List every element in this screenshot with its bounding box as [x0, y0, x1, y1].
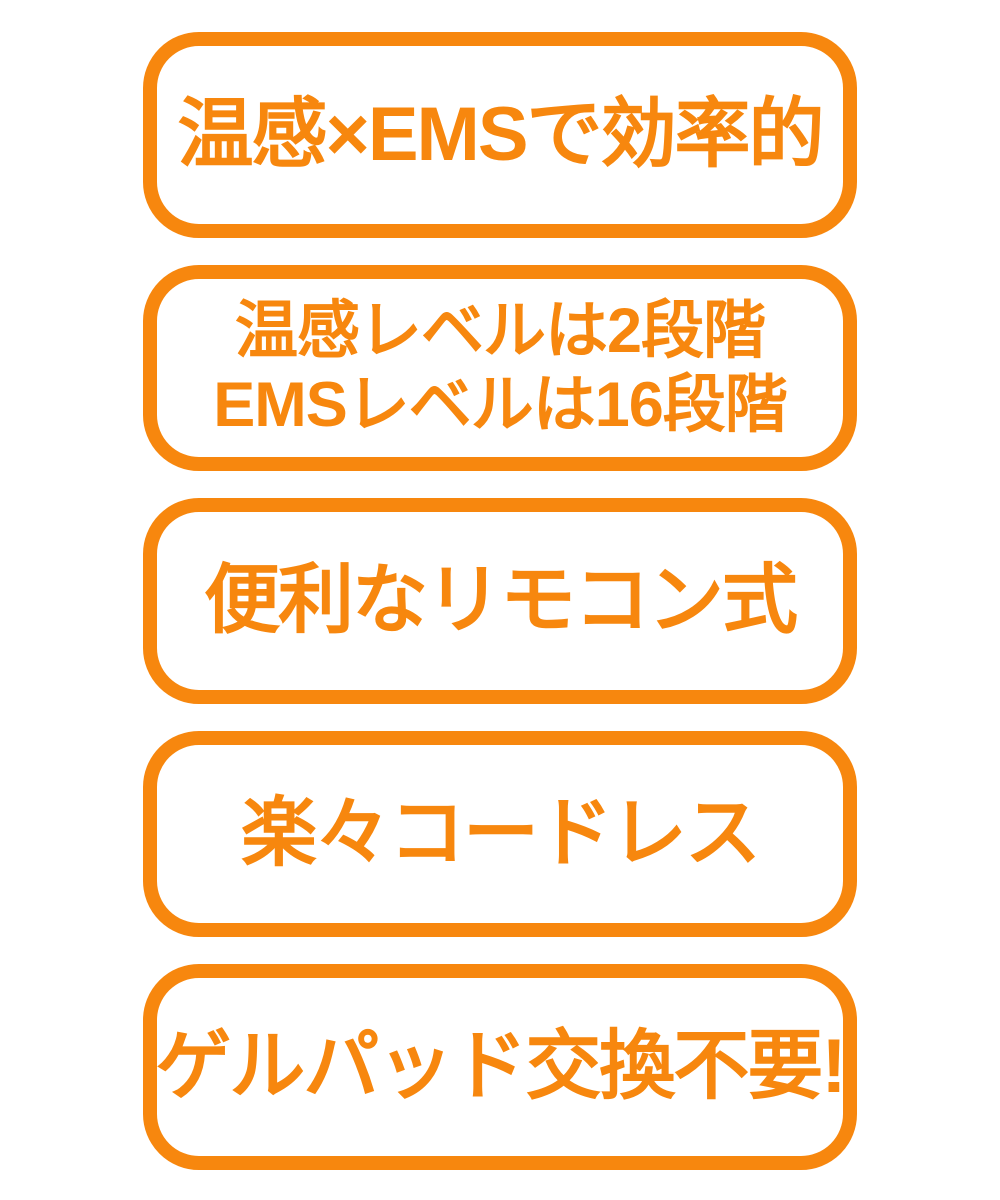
feature-box-cordless: 楽々コードレス	[143, 731, 857, 937]
feature-box-warmth-ems: 温感×EMSで効率的	[143, 32, 857, 238]
feature-text: 便利なリモコン式	[204, 557, 798, 643]
feature-text-line-2: EMSレベルは16段階	[213, 370, 788, 440]
feature-box-gel-pad: ゲルパッド交換不要!	[143, 964, 857, 1170]
feature-box-levels: 温感レベルは2段階 EMSレベルは16段階	[143, 265, 857, 471]
feature-text: 温感×EMSで効率的	[177, 91, 824, 177]
feature-text-line-1: 温感レベルは2段階	[234, 295, 766, 366]
feature-text: 楽々コードレス	[241, 790, 761, 876]
feature-box-remote: 便利なリモコン式	[143, 498, 857, 704]
feature-text: ゲルパッド交換不要!	[155, 1023, 846, 1109]
